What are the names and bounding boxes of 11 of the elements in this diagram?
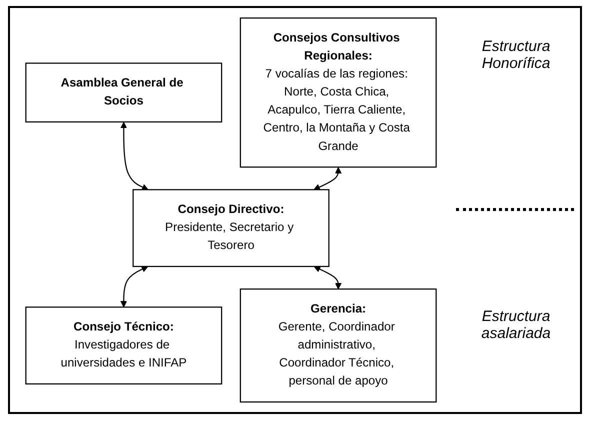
section-label: Estructura asalariada (480, 308, 552, 342)
arrow (314, 167, 342, 190)
node-box: Consejo Técnico: Investigadores de universidades e INIFAP (25, 306, 222, 384)
arrow (314, 266, 342, 290)
section-label: Estructura Honorífica (480, 38, 552, 72)
arrow (120, 122, 148, 190)
arrow (120, 266, 148, 308)
node-box: Gerencia: Gerente, Coordinador administrativo, Coordinador Técnico, personal de apoyo (240, 288, 437, 403)
node-box: Consejos Consultivos Regionales: 7 vocalías de las regiones: Norte, Costa Chica, Acapulco, Tierra Caliente, Centro, la Montaña y Costa Grande (240, 17, 437, 168)
node-box: Consejo Directivo: Presidente, Secretario y Tesorero (132, 189, 330, 268)
node-box: Asamblea General de Socios (25, 62, 222, 122)
